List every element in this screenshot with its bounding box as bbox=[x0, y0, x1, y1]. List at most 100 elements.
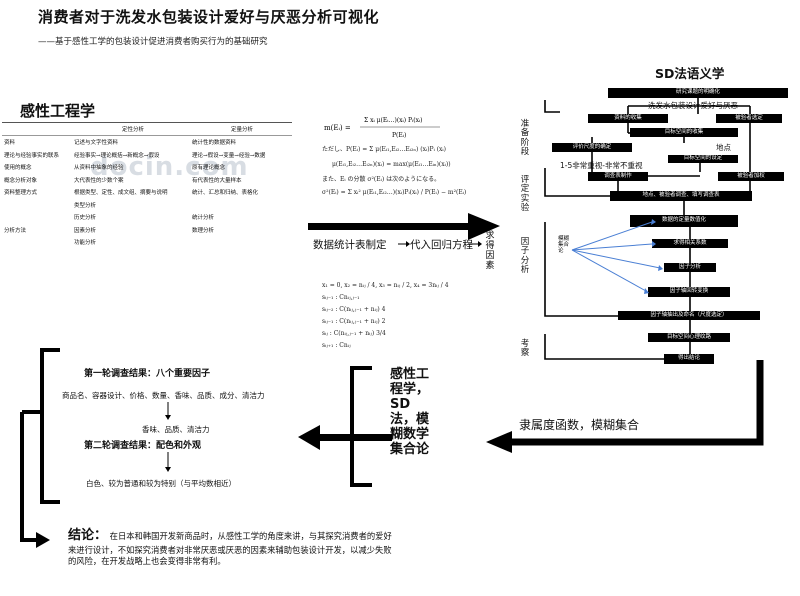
round1-subset: 香味、品质、清洁力 bbox=[142, 425, 210, 434]
regress-arrow-head bbox=[478, 241, 482, 247]
fuzzy-line: sᵢⱼ₋₁ : Cnᵢⱼ,ⱼ₋₁ bbox=[322, 294, 360, 301]
formula-numerator: Σ xᵢ μ(Eᵢ…)(xᵢ) Pᵢ(xᵢ) bbox=[364, 117, 423, 124]
fc-step-correlation: 求得相关系数 bbox=[652, 239, 728, 248]
table-cell: 类型分析 bbox=[74, 202, 97, 209]
methods-label: 感性工程学，SD法，模糊数学集合论 bbox=[390, 367, 430, 457]
fc-step-conclusion: 得出结论 bbox=[664, 354, 714, 364]
regression-label: 代入回归方程 bbox=[410, 239, 473, 251]
table-cell bbox=[2, 213, 74, 221]
stage-experiment: 评定实验 bbox=[520, 175, 530, 214]
table-row: 使用的概念 从资料中抽象的经验 原有理论概念 bbox=[2, 161, 292, 174]
fuzzy-arrow bbox=[571, 249, 647, 292]
table-row: 类型分析 bbox=[2, 199, 292, 212]
stage-prepare: 准备阶段 bbox=[520, 119, 530, 158]
fc-step-topic: 洗发水包装设计爱好与厌恶 bbox=[648, 101, 738, 110]
fc-step-quantify: 数据的定量数值化 bbox=[630, 215, 738, 227]
table-cell: 经验事实→理论概括→新概念→假设 bbox=[74, 152, 160, 159]
fc-step-extract: 因子轴抽出及命名（尺度选定） bbox=[618, 311, 760, 320]
table-header: 定性分析 定量分析 bbox=[2, 122, 292, 136]
round1-items: 商品名、容器设计、价格、数量、香味、品质、成分、清洁力 bbox=[62, 391, 265, 400]
conclusion-arrow-head bbox=[36, 532, 50, 548]
table-cell: 功能分析 bbox=[74, 240, 97, 246]
table-header-cell bbox=[2, 125, 74, 133]
fc-step-survey: 地点、被验者调查、填写调查表 bbox=[610, 191, 752, 201]
table-cell: 资料整理方式 bbox=[4, 190, 38, 196]
big-arrow-head bbox=[468, 213, 500, 240]
table-cell: 分析方法 bbox=[4, 227, 27, 234]
table-row: 理论与经验事实的联系 经验事实→理论概括→新概念→假设 理论→假设→变量→经验→… bbox=[2, 149, 292, 162]
fuzzy-line: sᵢⱼ₊₁ : Cnᵢⱼ bbox=[322, 342, 351, 349]
conclusion-block: 结论： 在日本和韩国开发新商品时，从感性工学的角度来讲，与其探究消费者的爱好来进… bbox=[68, 527, 398, 567]
fc-step-location: 地点 bbox=[716, 143, 731, 152]
stage-bracket bbox=[544, 100, 560, 113]
return-arrow-head bbox=[486, 431, 512, 453]
stage-bracket bbox=[544, 222, 618, 317]
formula-block: m(Eᵢ) = Σ xᵢ μ(Eᵢ…)(xᵢ) Pᵢ(xᵢ) P(Eᵢ) ただし… bbox=[322, 108, 482, 196]
fuzzy-formula-block: x₁ = 0, x₂ = nᵢⱼ / 4, x₃ = nᵢⱼ / 2, x₄ =… bbox=[322, 282, 472, 349]
table-header-cell: 定量分析 bbox=[230, 127, 253, 133]
table-row: 历史分析 统计分析 bbox=[2, 211, 292, 224]
mean-formula-graphic: m(Eᵢ) = Σ xᵢ μ(Eᵢ…)(xᵢ) Pᵢ(xᵢ) P(Eᵢ) bbox=[324, 117, 440, 139]
table-cell: 概念分析对象 bbox=[4, 177, 38, 184]
fuzzy-line: sᵢⱼ : C(nᵢⱼ,ⱼ₋₁ + nᵢⱼ) 3/4 bbox=[322, 330, 386, 337]
table-cell: 使用的概念 bbox=[4, 165, 32, 171]
table-cell: 大代表性的少数个案 bbox=[74, 177, 124, 184]
fc-step-target-set: 目标空间的设定 bbox=[668, 155, 738, 163]
formula-mean-symbol: m(Eᵢ) = bbox=[324, 124, 351, 132]
round2-items: 白色、较为普通和较为特别（与平均数相近） bbox=[86, 479, 236, 488]
membership-label: 隶属度函数，模糊集合 bbox=[519, 418, 640, 432]
formula-line: σ²(Eᵢ) = Σ xᵢ² μ(Eᵢ₁,Eᵢ₂…)(xᵢ)Pᵢ(xᵢ) / P… bbox=[322, 189, 467, 196]
table-cell: 理论→假设→变量→经验→数据 bbox=[192, 152, 266, 159]
table-cell: 资料 bbox=[4, 140, 16, 146]
results-arrow-shaft bbox=[318, 434, 392, 441]
table-cell: 有代表性的大量样本 bbox=[192, 177, 242, 184]
fc-step-research: 研究课题的明确化 bbox=[608, 88, 788, 98]
conclusion-connector bbox=[20, 412, 38, 542]
table-cell: 统计分析 bbox=[192, 215, 215, 221]
fuzzy-arrow bbox=[571, 249, 661, 269]
watermark-logo: docin.com bbox=[90, 152, 249, 182]
fuzzy-line: x₁ = 0, x₂ = nᵢⱼ / 4, x₃ = nᵢⱼ / 2, x₄ =… bbox=[322, 282, 449, 289]
fuzzy-line: sᵢⱼ₋₂ : C(nᵢⱼ,ⱼ₋₁ + nᵢⱼ) 4 bbox=[322, 306, 386, 313]
formula-denominator: P(Eᵢ) bbox=[392, 132, 406, 139]
fc-step-factor-analysis: 因子分析 bbox=[664, 263, 716, 272]
round1-title: 第一轮调查结果：八个重要因子 bbox=[84, 369, 211, 379]
stage-review: 考察 bbox=[520, 339, 530, 359]
formula-line: μ(Eᵢ₁,Eᵢ₂…Eᵢ₂ₙ)(xᵢ) = max(μ(Eᵢ₁…Eᵢₙ)(xᵢ)… bbox=[332, 161, 451, 168]
table-header-cell: 定性分析 bbox=[121, 127, 144, 133]
sd-section-title: SD法语义学 bbox=[655, 66, 725, 81]
results-arrow-head bbox=[298, 425, 320, 450]
factor-label: 求得因素 bbox=[485, 231, 495, 271]
stage-bracket bbox=[544, 334, 664, 360]
table-cell: 统计、汇总和归纳、表格化 bbox=[192, 190, 259, 196]
fc-step-psych: 目标空间心理纹路 bbox=[648, 333, 730, 342]
table-cell: 数理分析 bbox=[192, 227, 215, 234]
table-cell: 根据类型、定性、成文组、摘要与说明 bbox=[74, 190, 168, 196]
formula-line: また、Eᵢ の分散 σ²(Eᵢ) は次のようになる。 bbox=[322, 176, 441, 183]
round2-title: 第二轮调查结果：配色和外观 bbox=[84, 441, 202, 451]
table-row: 资料整理方式 根据类型、定性、成文组、摘要与说明 统计、汇总和归纳、表格化 bbox=[2, 186, 292, 199]
table-row: 资料 记述与文字性资料 统计性的数据资料 bbox=[2, 136, 292, 149]
table-row: 概念分析对象 大代表性的少数个案 有代表性的大量样本 bbox=[2, 174, 292, 187]
fc-step-weighting: 被验者加权 bbox=[718, 172, 784, 181]
table-cell bbox=[2, 238, 74, 246]
fc-step-questionnaire: 调查表制作 bbox=[588, 172, 648, 181]
round1-arrowhead bbox=[165, 415, 171, 420]
stage-factor: 因子分析 bbox=[520, 237, 530, 276]
stat-table-label: 数据统计表制定 bbox=[313, 239, 387, 251]
watermark-text: docin.com bbox=[90, 152, 249, 182]
results-bracket bbox=[40, 348, 60, 504]
fc-step-collect: 资料的收集 bbox=[588, 114, 668, 123]
fc-step-target-collect: 目标空间的收集 bbox=[630, 128, 738, 137]
table-row: 分析方法 因素分析 数理分析 bbox=[2, 224, 292, 237]
big-arrow-shaft bbox=[308, 223, 470, 230]
page-subtitle: ——基于感性工学的包装设计促进消费者购买行为的基础研究 bbox=[38, 37, 268, 47]
fc-step-subjects: 被验者选定 bbox=[716, 114, 782, 123]
table-cell: 历史分析 bbox=[74, 215, 97, 221]
kansei-section-title: 感性工程学 bbox=[20, 102, 96, 120]
table-cell: 理论与经验事实的联系 bbox=[4, 152, 60, 159]
table-cell: 原有理论概念 bbox=[192, 165, 226, 171]
table-cell: 从资料中抽象的经验 bbox=[74, 165, 124, 171]
fc-step-scale: 评价尺度的确定 bbox=[552, 143, 632, 152]
